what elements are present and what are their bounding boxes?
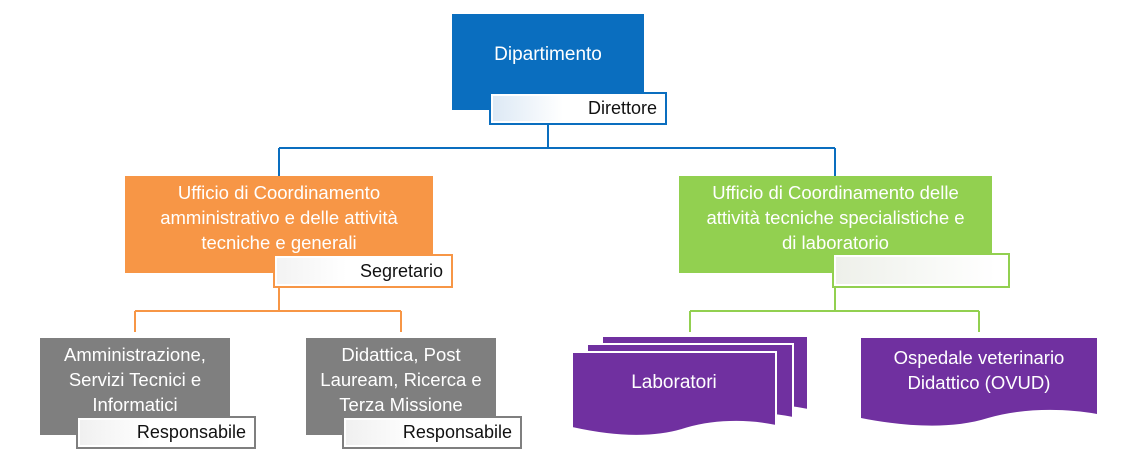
admin-connectors: [134, 288, 402, 332]
ovud-title: Ospedale veterinario Didattico (OVUD): [861, 345, 1097, 395]
role-box-fade: [80, 420, 150, 445]
tech-office-title-line: attività tecniche specialistiche e: [706, 207, 965, 228]
admin-office-role: Segretario: [359, 261, 443, 281]
admin-services-role-box: Responsabile: [76, 416, 256, 449]
tech-office-title-line: Ufficio di Coordinamento delle: [712, 182, 959, 203]
admin-office-role-box: Segretario: [273, 254, 453, 288]
didattica-title-line: Lauream, Ricerca e: [320, 369, 482, 390]
admin-services-title-line: Amministrazione,: [64, 344, 206, 365]
ovud-doc: [861, 338, 1097, 426]
didattica-title-line: Terza Missione: [339, 394, 463, 415]
admin-office-title-line: tecniche e generali: [201, 232, 357, 253]
labs-title: Laboratori: [631, 372, 717, 393]
admin-office-title-line: Ufficio di Coordinamento: [177, 182, 381, 203]
admin-services-role: Responsabile: [136, 422, 246, 442]
tech-connectors: [689, 288, 980, 332]
role-box-fade: [277, 258, 347, 284]
department-title: Dipartimento: [494, 44, 602, 65]
admin-services-title-line: Informatici: [92, 394, 178, 415]
didattica-title-line: Didattica, Post: [341, 344, 461, 365]
admin-office-title-line: amministrativo e delle attività: [160, 207, 398, 228]
ovud-title-line: Ospedale veterinario: [893, 347, 1065, 368]
tech-office-role-box: [832, 253, 1010, 288]
role-box-fade: [346, 420, 416, 445]
role-box-fade: [836, 257, 996, 284]
role-box-fade: [493, 96, 563, 121]
didattica-role-box: Responsabile: [342, 416, 522, 449]
tech-office-title-line: di laboratorio: [782, 232, 889, 253]
department-role-box: Direttore: [489, 92, 667, 125]
ovud-title-line: Didattico (OVUD): [907, 372, 1051, 393]
department-role: Direttore: [587, 98, 657, 118]
didattica-role: Responsabile: [402, 422, 512, 442]
labs-doc-front: [571, 351, 777, 437]
dept-connectors: [278, 125, 836, 176]
admin-services-title-line: Servizi Tecnici e: [68, 369, 202, 390]
